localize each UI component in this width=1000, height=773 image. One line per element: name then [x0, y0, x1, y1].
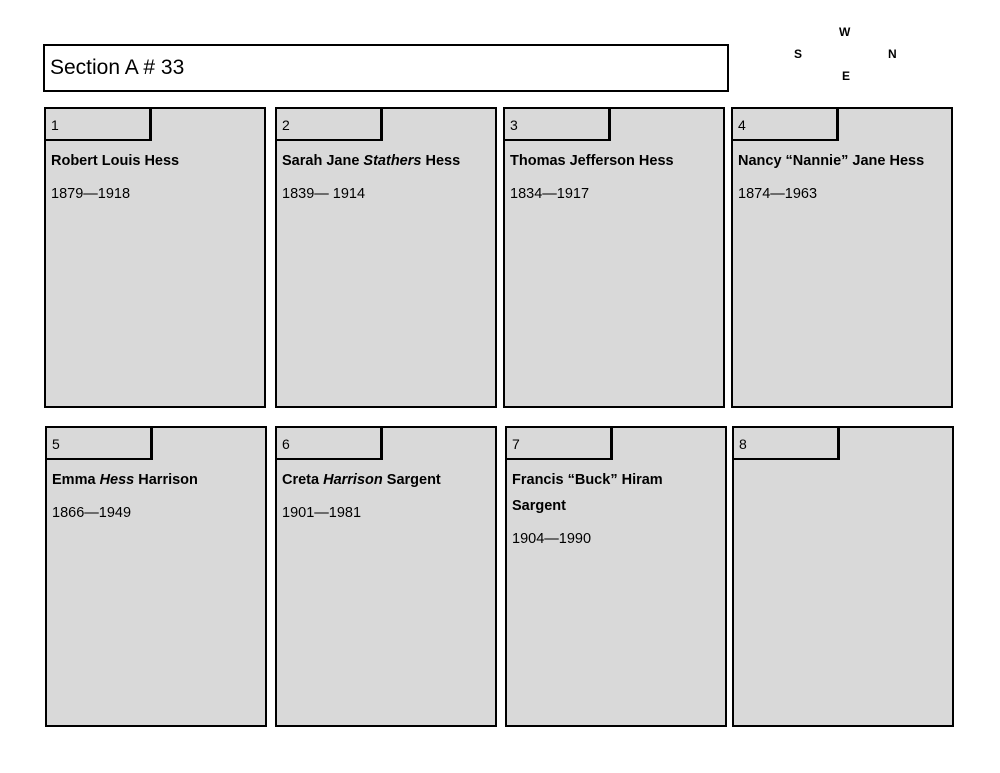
plot-8: 8 [732, 426, 954, 727]
plot-number: 5 [52, 436, 60, 452]
plot-number: 6 [282, 436, 290, 452]
plot-occupant-name: Sarah Jane Stathers Hess 1839— 1914 [282, 148, 492, 207]
maiden-name: Harrison [323, 472, 383, 488]
plot-6: 6 Creta Harrison Sargent 1901—1981 [275, 426, 497, 727]
plot-occupant-name: Thomas Jefferson Hess 1834—1917 [510, 148, 720, 207]
plot-number-box: 6 [277, 428, 383, 460]
plot-number: 1 [51, 117, 59, 133]
plot-dates: 1839— 1914 [282, 186, 366, 202]
plot-7: 7 Francis “Buck” Hiram Sargent 1904—1990 [505, 426, 727, 727]
plot-1: 1 Robert Louis Hess 1879—1918 [44, 107, 266, 408]
plot-number-box: 3 [505, 109, 611, 141]
plot-number-box: 4 [733, 109, 839, 141]
plot-number: 3 [510, 117, 518, 133]
plot-dates: 1904—1990 [512, 531, 592, 547]
plot-3: 3 Thomas Jefferson Hess 1834—1917 [503, 107, 725, 408]
maiden-name: Hess [99, 472, 135, 488]
plot-dates: 1874—1963 [738, 186, 818, 202]
compass-south: S [794, 47, 803, 61]
plot-occupant-name: Emma Hess Harrison 1866—1949 [52, 467, 262, 526]
plot-dates: 1901—1981 [282, 505, 362, 521]
compass-north: N [888, 47, 897, 61]
plot-4: 4 Nancy “Nannie” Jane Hess 1874—1963 [731, 107, 953, 408]
plot-occupant-name [739, 467, 949, 474]
plot-number: 4 [738, 117, 746, 133]
plot-number-box: 7 [507, 428, 613, 460]
plot-occupant-name: Nancy “Nannie” Jane Hess 1874—1963 [738, 148, 948, 207]
plot-number-box: 5 [47, 428, 153, 460]
compass-west: W [839, 25, 851, 39]
plot-number-box: 1 [46, 109, 152, 141]
plot-number: 7 [512, 436, 520, 452]
plot-5: 5 Emma Hess Harrison 1866—1949 [45, 426, 267, 727]
plot-number-box: 8 [734, 428, 840, 460]
plot-dates: 1866—1949 [52, 505, 132, 521]
compass-east: E [842, 69, 851, 83]
plot-occupant-name: Robert Louis Hess 1879—1918 [51, 148, 261, 207]
plot-2: 2 Sarah Jane Stathers Hess 1839— 1914 [275, 107, 497, 408]
plot-occupant-name: Creta Harrison Sargent 1901—1981 [282, 467, 492, 526]
plot-dates: 1879—1918 [51, 186, 131, 202]
plot-occupant-name: Francis “Buck” Hiram Sargent 1904—1990 [512, 467, 682, 552]
section-title: Section A # 33 [50, 56, 185, 79]
maiden-name: Stathers [363, 153, 422, 169]
plot-dates: 1834—1917 [510, 186, 590, 202]
plot-number-box: 2 [277, 109, 383, 141]
section-title-box: Section A # 33 [43, 44, 729, 92]
plot-number: 2 [282, 117, 290, 133]
plot-number: 8 [739, 436, 747, 452]
